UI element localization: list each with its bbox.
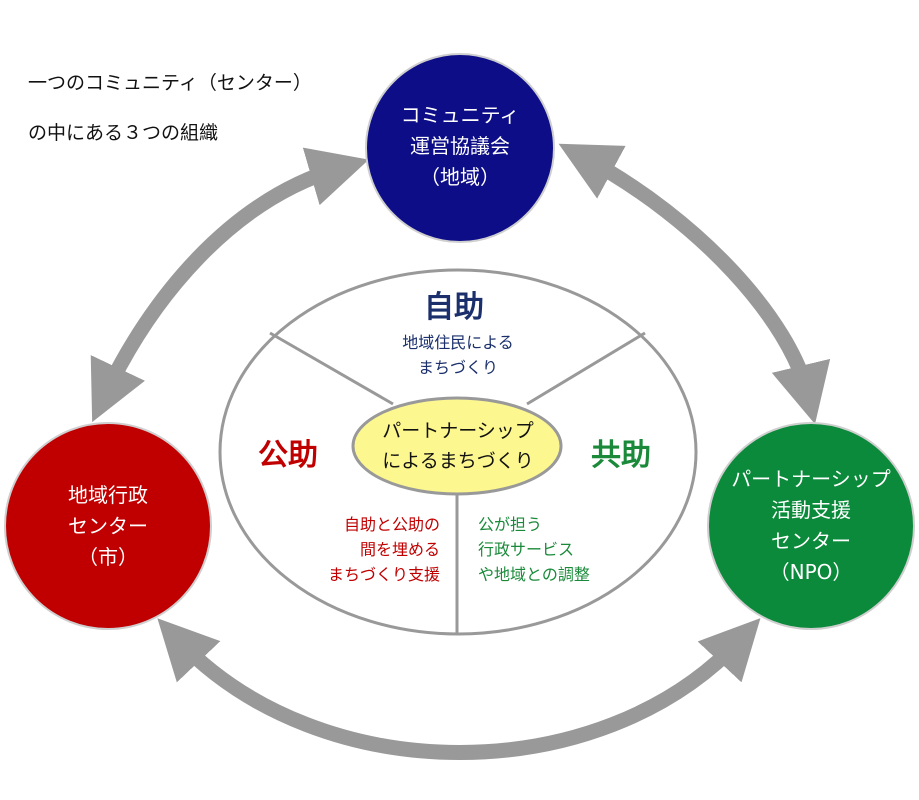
kojo-description: 自助と公助の 間を埋める まちづくり支援	[300, 512, 440, 587]
arrow-community-city	[90, 147, 369, 423]
kyojo-title: 共助	[591, 438, 651, 473]
npo-line: パートナーシップ	[731, 467, 891, 491]
npo-line: 活動支援	[771, 498, 851, 522]
partnership-ellipse	[351, 396, 563, 496]
note-line-2: の中にある３つの組織	[28, 122, 219, 144]
kyojo-line: や地域との調整	[478, 565, 590, 584]
jijo-title: 自助	[424, 290, 484, 325]
note-line-1: 一つのコミュニティ（センター）	[28, 72, 312, 94]
jijo-line: 地域住民による	[402, 333, 514, 352]
kojo-line: 自助と公助の	[343, 515, 440, 534]
npo-line: （NPO）	[769, 560, 853, 584]
kojo-line: 間を埋める	[359, 540, 440, 559]
npo-line: センター	[771, 529, 851, 553]
community-line: コミュニティ	[400, 103, 520, 127]
city-line: 地域行政	[68, 483, 148, 507]
kyojo-line: 公が担う	[478, 515, 543, 534]
kojo-line: まちづくり支援	[327, 565, 440, 584]
community-label: コミュニティ 運営協議会 （地域）	[366, 100, 554, 193]
city-line: （市）	[78, 545, 138, 569]
city-circle	[4, 422, 212, 630]
jijo-line: まちづくり	[417, 358, 498, 377]
partnership-line: パートナーシップ	[382, 420, 534, 442]
divider-left	[269, 331, 394, 406]
partnership-label: パートナーシップ によるまちづくり	[360, 416, 556, 476]
npo-circle	[707, 422, 915, 630]
npo-label: パートナーシップ 活動支援 センター （NPO）	[711, 464, 911, 588]
community-circle	[365, 53, 555, 243]
jijo-description: 地域住民による まちづくり	[388, 330, 528, 380]
kojo-title: 公助	[258, 438, 318, 473]
partnership-line: によるまちづくり	[382, 450, 534, 472]
community-line: （地域）	[420, 165, 500, 189]
arrow-city-npo	[157, 618, 761, 760]
kyojo-line: 行政サービス	[478, 540, 575, 559]
divider-right	[526, 331, 646, 406]
city-label: 地域行政 センター （市）	[8, 480, 208, 573]
city-line: センター	[68, 514, 148, 538]
arrow-community-npo	[558, 143, 831, 425]
community-line: 運営協議会	[410, 134, 510, 158]
kyojo-description: 公が担う 行政サービス や地域との調整	[478, 512, 628, 587]
